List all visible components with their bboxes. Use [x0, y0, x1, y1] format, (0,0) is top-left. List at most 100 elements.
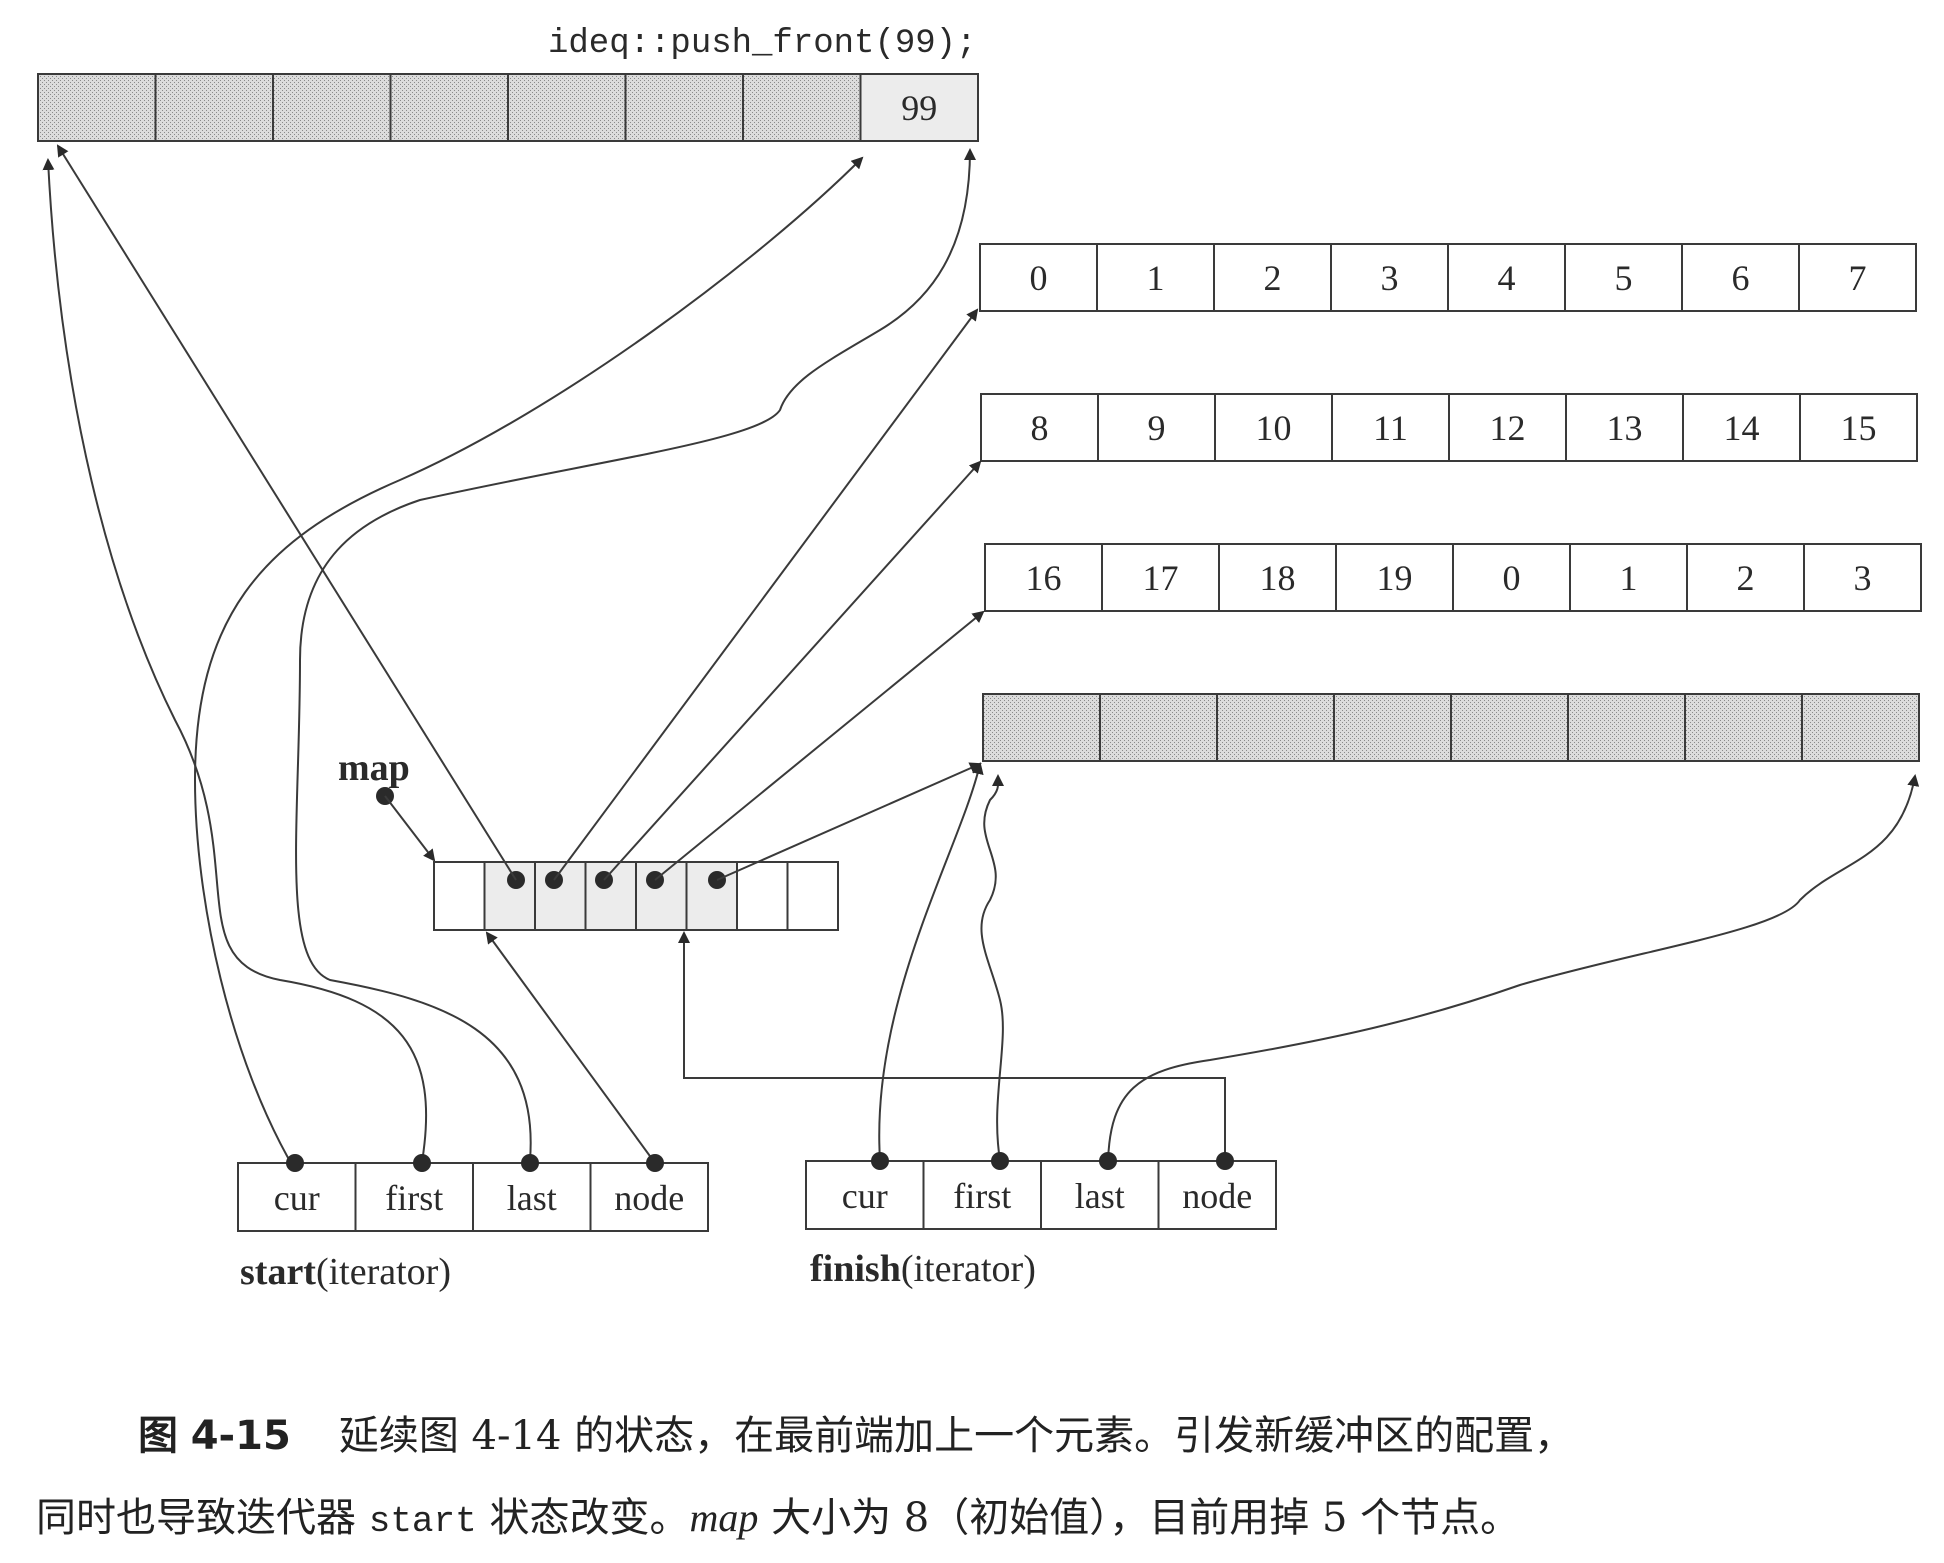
top-buffer-cell	[389, 73, 509, 142]
buffer-3-cell	[1684, 693, 1803, 762]
buffer-3-cell	[1801, 693, 1920, 762]
caption-code-start: start	[368, 1501, 477, 1542]
buffer-2-cell	[1569, 543, 1688, 612]
buffer-3-cell	[1099, 693, 1218, 762]
buffer-0-cell	[1096, 243, 1215, 312]
map-node	[635, 861, 688, 931]
map-node2-to-buffer-0	[553, 308, 979, 881]
finish-iterator-label: finish(iterator)	[810, 1248, 1036, 1290]
buffer-1-cell-value: 11	[1373, 408, 1408, 448]
finish-cur-wire	[878, 762, 984, 1161]
top-buffer-cell	[859, 73, 979, 142]
map-node	[786, 861, 839, 931]
buffer-0-cell-value: 3	[1381, 258, 1399, 298]
buffer-1-cell	[1448, 393, 1567, 462]
start-iterator-field-dot	[413, 1154, 431, 1172]
caption-map-italic: map	[689, 1495, 759, 1540]
start-iterator-field-node	[589, 1162, 709, 1232]
buffer-2-cell	[1218, 543, 1337, 612]
finish-first-wire	[980, 774, 1005, 1161]
map-node1-to-top-buffer	[56, 144, 517, 881]
caption-line-2: 同时也导致迭代器 start 状态改变。map 大小为 8（初始值），目前用掉 …	[0, 1477, 1944, 1563]
buffer-3-cell	[1333, 693, 1452, 762]
top-buffer-cell	[624, 73, 744, 142]
buffer-0-cell-value: 2	[1264, 258, 1282, 298]
buffer-2-cell-value: 18	[1260, 558, 1296, 598]
code-label: ideq::push_front(99);	[548, 25, 976, 63]
buffer-0-cell	[979, 243, 1098, 312]
start-iterator-field-dot	[646, 1154, 664, 1172]
buffer-2-cell	[1803, 543, 1922, 612]
buffer-1-cell	[980, 393, 1099, 462]
buffer-1-cell	[1682, 393, 1801, 462]
buffer-0-cell-value: 4	[1498, 258, 1516, 298]
finish-iterator-field-dot	[871, 1152, 889, 1170]
buffer-3-cell	[1450, 693, 1569, 762]
start-iterator-field-label: cur	[274, 1178, 320, 1218]
buffer-2-cell-value: 3	[1854, 558, 1872, 598]
buffer-3	[982, 693, 1920, 762]
buffer-2-cell-value: 1	[1620, 558, 1638, 598]
pointer-wires	[42, 144, 1920, 1171]
buffer-0-cell	[1330, 243, 1449, 312]
buffer-1-cell-value: 8	[1031, 408, 1049, 448]
buffer-2-cell-value: 17	[1143, 558, 1179, 598]
map-node5-to-buffer-3	[716, 762, 982, 881]
top-buffer-cell	[272, 73, 392, 142]
map-node	[433, 861, 486, 931]
map-array	[433, 861, 839, 931]
buffer-0-cell-value: 1	[1147, 258, 1165, 298]
start-iterator-field-dot	[521, 1154, 539, 1172]
buffer-1-cell-value: 12	[1490, 408, 1526, 448]
caption-line-2-b: 状态改变。	[489, 1495, 690, 1541]
buffer-0-cell	[1447, 243, 1566, 312]
buffer-1-cell	[1331, 393, 1450, 462]
top-buffer-cell	[742, 73, 862, 142]
start-iterator-suffix: (iterator)	[316, 1251, 451, 1293]
buffer-1-cell	[1799, 393, 1918, 462]
buffer-2-cell-value: 16	[1026, 558, 1062, 598]
caption-figure-number: 4-15	[190, 1413, 291, 1459]
buffer-1-cell-value: 15	[1841, 408, 1877, 448]
buffer-3-cell	[1216, 693, 1335, 762]
top-buffer-cell	[154, 73, 274, 142]
buffer-0-cell-value: 6	[1732, 258, 1750, 298]
map-node4-to-buffer-2	[654, 610, 985, 881]
start-first-wire	[42, 158, 428, 1163]
buffer-2-cell	[1452, 543, 1571, 612]
finish-iterator-field-cur	[805, 1160, 925, 1230]
caption-figure-label: 图	[138, 1413, 178, 1459]
buffer-0-cell-value: 0	[1030, 258, 1048, 298]
buffer-1-cell	[1214, 393, 1333, 462]
map-node	[736, 861, 789, 931]
top-buffer-cell-value: 99	[901, 88, 937, 128]
buffer-3-cell	[1567, 693, 1686, 762]
start-iterator-field-dot	[286, 1154, 304, 1172]
start-iterator-field-label: node	[614, 1178, 684, 1218]
buffer-0-cell	[1798, 243, 1917, 312]
top-buffer-cell	[507, 73, 627, 142]
buffer-0-cell-value: 5	[1615, 258, 1633, 298]
start-iterator-name: start	[240, 1251, 316, 1293]
buffer-3-cell	[982, 693, 1101, 762]
buffer-2-cell-value: 2	[1737, 558, 1755, 598]
buffer-2-cell-value: 19	[1377, 558, 1413, 598]
finish-iterator-suffix: (iterator)	[901, 1248, 1036, 1290]
map-label: map	[338, 747, 410, 789]
buffer-0-cell	[1564, 243, 1683, 312]
finish-iterator-name: finish	[810, 1248, 901, 1290]
map-node	[685, 861, 738, 931]
top-buffer-cell	[37, 73, 157, 142]
start-node-wire	[485, 931, 656, 1164]
buffer-1-cell-value: 13	[1607, 408, 1643, 448]
finish-iterator-field-label: cur	[842, 1176, 888, 1216]
top-buffer: 99	[37, 73, 979, 142]
start-iterator-field-label: first	[385, 1178, 443, 1218]
